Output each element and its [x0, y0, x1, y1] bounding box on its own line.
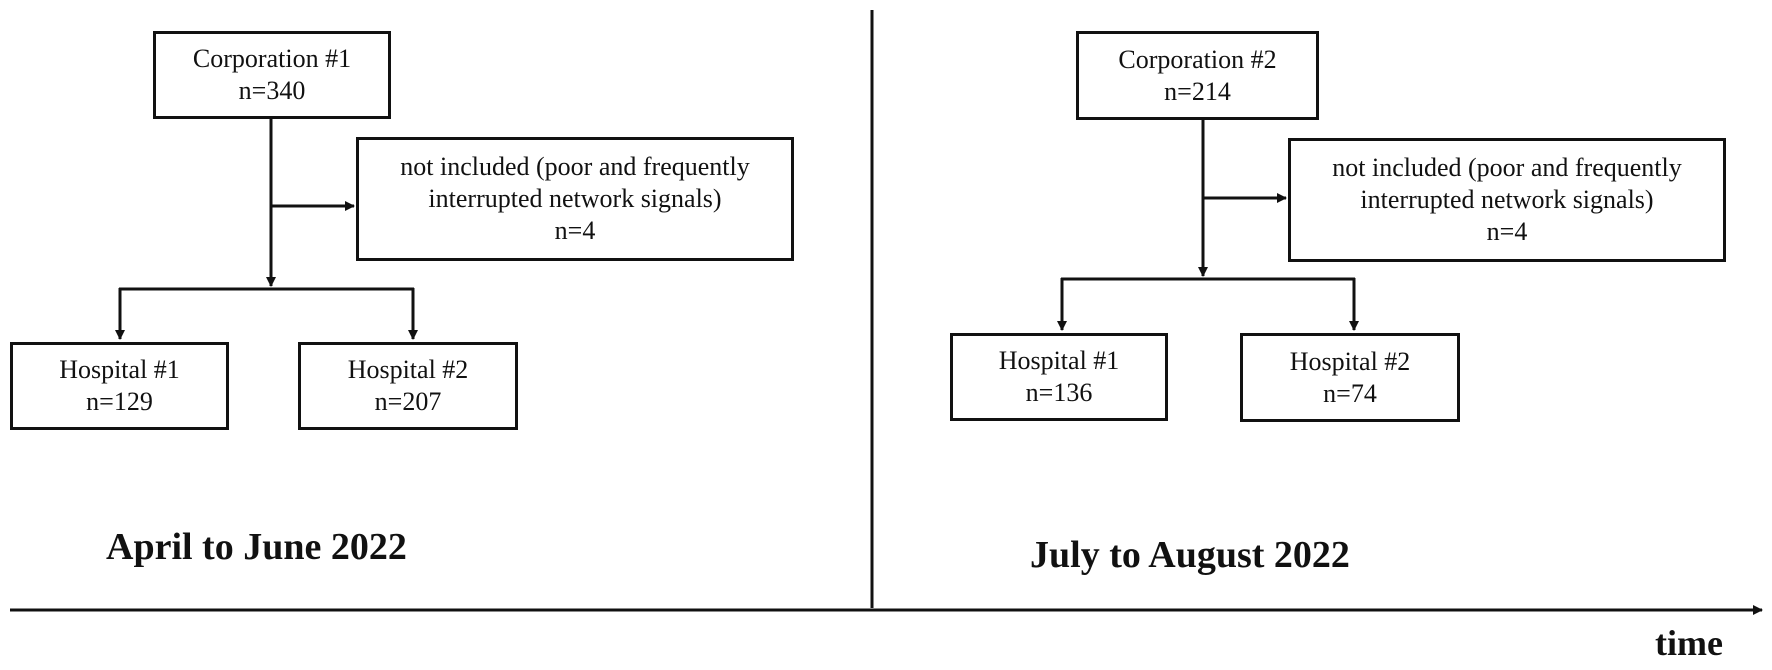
left-hospital1-box: Hospital #1 n=129: [10, 342, 229, 430]
right-hospital1-box: Hospital #1 n=136: [950, 333, 1168, 421]
left-hospital1-name: Hospital #1: [59, 355, 180, 384]
right-excluded-reason-line1: not included (poor and frequently: [1332, 153, 1682, 182]
right-hospital2-count: n=74: [1323, 378, 1377, 408]
left-hospital1-count: n=129: [86, 387, 153, 416]
right-hospital2-box: Hospital #2 n=74: [1240, 333, 1460, 422]
time-axis-label: time: [1655, 623, 1723, 663]
right-hospital2-name: Hospital #2: [1289, 346, 1411, 376]
left-corporation-box: Corporation #1 n=340: [153, 31, 391, 119]
left-excluded-count: n=4: [554, 216, 596, 245]
right-hospital1-count: n=136: [1025, 378, 1093, 407]
right-period-label: July to August 2022: [1030, 534, 1350, 576]
left-excluded-reason-line2: interrupted network signals): [428, 184, 722, 213]
left-excluded-reason-line1: not included (poor and frequently: [400, 152, 750, 181]
left-hospital2-count: n=207: [374, 387, 442, 416]
left-corporation-count: n=340: [238, 76, 306, 105]
left-hospital2-name: Hospital #2: [347, 355, 469, 384]
right-corporation-box: Corporation #2 n=214: [1076, 31, 1319, 120]
left-excluded-box: not included (poor and frequently interr…: [356, 137, 794, 261]
right-excluded-reason-line2: interrupted network signals): [1360, 185, 1654, 214]
right-corporation-count: n=214: [1164, 76, 1231, 106]
left-period-label: April to June 2022: [106, 526, 407, 568]
right-excluded-box: not included (poor and frequently interr…: [1288, 138, 1726, 262]
right-excluded-count: n=4: [1486, 217, 1528, 246]
right-corporation-name: Corporation #2: [1118, 44, 1277, 74]
left-corporation-name: Corporation #1: [192, 44, 352, 73]
right-hospital1-name: Hospital #1: [998, 346, 1120, 375]
left-hospital2-box: Hospital #2 n=207: [298, 342, 518, 430]
